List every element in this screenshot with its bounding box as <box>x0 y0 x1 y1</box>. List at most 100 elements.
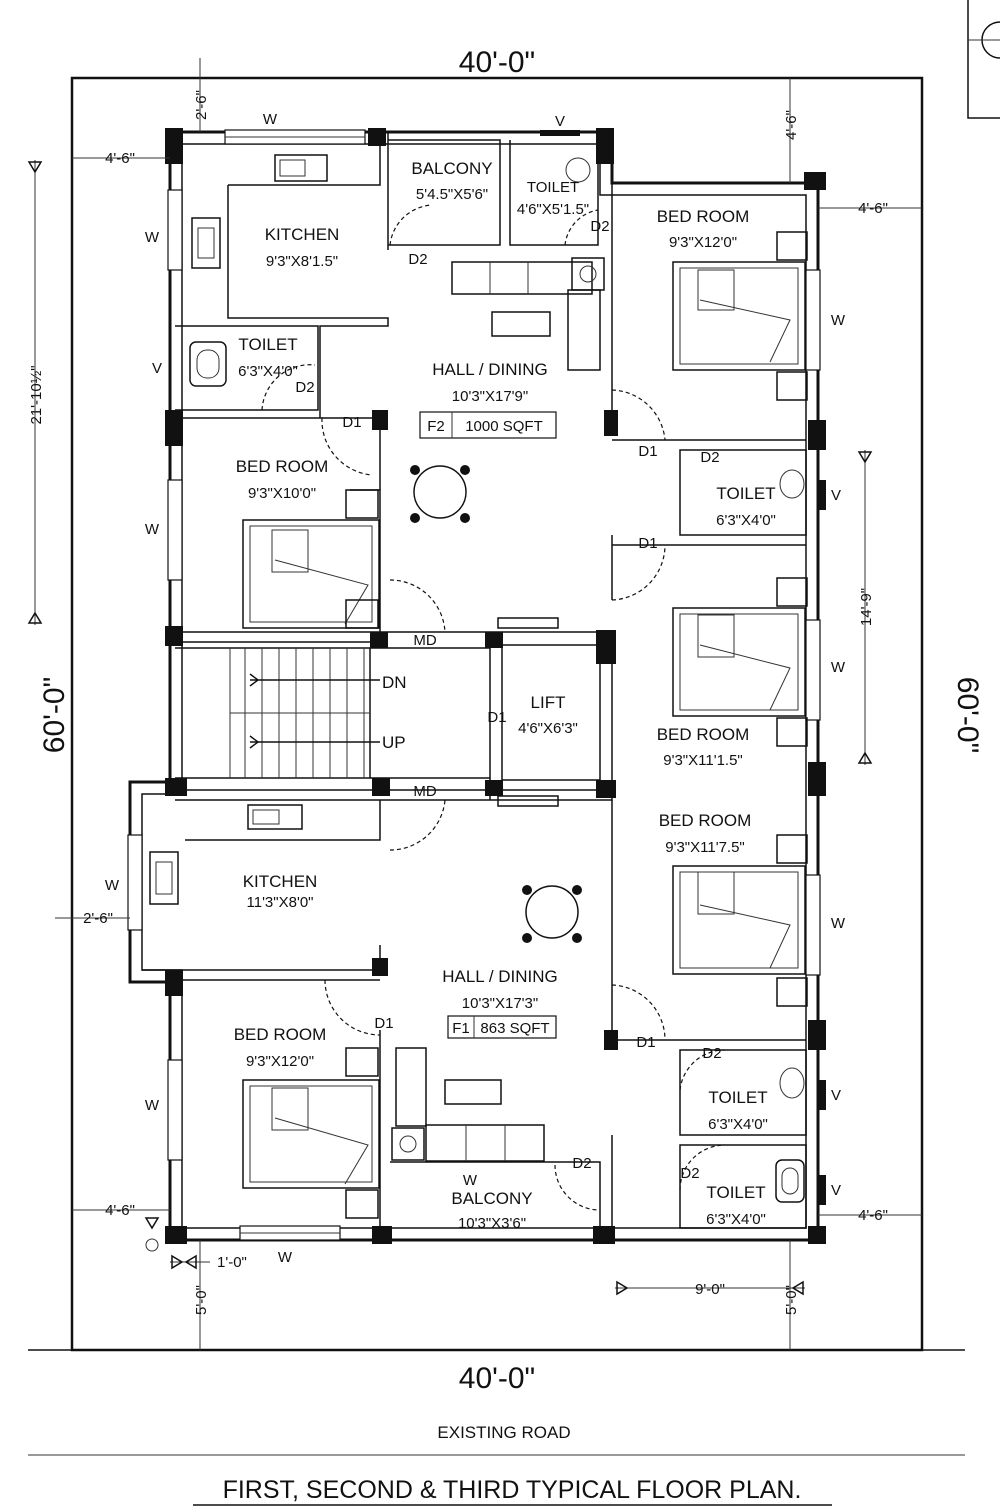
overall-depth-right: 60'-0" <box>951 677 984 753</box>
dim-left-setback-top: 4'-6" <box>105 150 135 167</box>
room-hall-f2: HALL / DINING <box>432 360 548 379</box>
overall-depth-left: 60'-0" <box>38 677 71 753</box>
room-balcony-f1: BALCONY <box>451 1189 532 1208</box>
tag-window: W <box>145 229 160 246</box>
room-toilet-top: TOILET <box>527 179 579 196</box>
room-toilet-top-size: 4'6"X5'1.5" <box>517 201 589 218</box>
north-arrow-icon <box>967 0 1000 119</box>
road-label: EXISTING ROAD <box>437 1423 570 1442</box>
tag-door-d1: D1 <box>638 443 657 460</box>
room-bed-right-top-f2: BED ROOM <box>657 207 750 226</box>
tag-door-d2: D2 <box>408 251 427 268</box>
room-balcony-f2: BALCONY <box>411 159 492 178</box>
tag-window: W <box>263 111 278 128</box>
room-bed-left-f1-size: 9'3"X12'0" <box>246 1053 314 1070</box>
overall-width-top: 40'-0" <box>459 46 535 79</box>
room-kitchen-f2: KITCHEN <box>265 225 340 244</box>
room-toilet-right-f2-size: 6'3"X4'0" <box>716 512 776 529</box>
furniture-lower <box>149 795 808 1219</box>
dim-right-setback-bottom: 4'-6" <box>858 1207 888 1224</box>
tag-window: W <box>105 877 120 894</box>
door-swings <box>261 204 726 1211</box>
staircase <box>229 648 380 778</box>
room-kitchen-f1-size: 11'3"X8'0" <box>247 894 314 911</box>
tag-window: W <box>831 312 846 329</box>
tag-door-d1: D1 <box>636 1034 655 1051</box>
room-bed-right-top-f2-size: 9'3"X12'0" <box>669 234 737 251</box>
flat-f1-area: 863 SQFT <box>480 1020 549 1037</box>
tag-window: W <box>145 521 160 538</box>
tag-door-d2: D2 <box>700 449 719 466</box>
tag-door-d1: D1 <box>374 1015 393 1032</box>
room-hall-f1: HALL / DINING <box>442 967 558 986</box>
door-lift: D1 <box>487 709 506 726</box>
tag-window: W <box>831 659 846 676</box>
room-toilet-right-bottom-f1-size: 6'3"X4'0" <box>706 1211 766 1228</box>
dim-front-left: 5'-0" <box>193 1285 210 1315</box>
room-lift-size: 4'6"X6'3" <box>518 720 578 737</box>
tag-window: W <box>463 1172 478 1189</box>
room-toilet-right-top-f1-size: 6'3"X4'0" <box>708 1116 768 1133</box>
tag-vent: V <box>831 1182 841 1199</box>
dimension-lines <box>27 58 922 1350</box>
flat-f2-area: 1000 SQFT <box>465 418 543 435</box>
door-md-bottom: MD <box>413 783 436 800</box>
dim-right-setback-top: 4'-6" <box>858 200 888 217</box>
tag-door-d1: D1 <box>342 414 361 431</box>
door-md-top: MD <box>413 632 436 649</box>
building-walls <box>128 130 820 1242</box>
flat-f2-area-box <box>419 411 557 439</box>
dim-left-mid: 2'-6" <box>83 910 113 927</box>
room-toilet-right-bottom-f1: TOILET <box>706 1183 765 1202</box>
dim-left-partial: 21'-10½" <box>28 365 45 424</box>
tag-door-d2: D2 <box>590 218 609 235</box>
room-bed-left-f1: BED ROOM <box>234 1025 327 1044</box>
tag-window: W <box>145 1097 160 1114</box>
room-bed-right-bottom-f2-size: 9'3"X11'1.5" <box>663 752 743 769</box>
tag-window: W <box>278 1249 293 1266</box>
furniture-upper <box>189 154 808 747</box>
room-bed-right-top-f1: BED ROOM <box>659 811 752 830</box>
room-bed-left-f2: BED ROOM <box>236 457 329 476</box>
dim-right-partial: 14'-9" <box>858 588 875 626</box>
structural-columns <box>165 128 826 1244</box>
room-balcony-f1-size: 10'3"X3'6" <box>458 1215 526 1232</box>
dim-left-setback-bottom: 4'-6" <box>105 1202 135 1219</box>
room-hall-f1-size: 10'3"X17'3" <box>462 995 538 1012</box>
drawing-title: FIRST, SECOND & THIRD TYPICAL FLOOR PLAN… <box>223 1476 802 1504</box>
tag-door-d2: D2 <box>295 379 314 396</box>
room-kitchen-f1: KITCHEN <box>243 872 318 891</box>
opening-tags: W W W W W W W W W W V V V V V D2 D2 D2 D… <box>105 111 846 1266</box>
room-toilet-left: TOILET <box>238 335 297 354</box>
stair-dn-label: DN <box>382 673 407 692</box>
tag-door-d2: D2 <box>680 1165 699 1182</box>
tag-vent: V <box>831 1087 841 1104</box>
tag-vent: V <box>152 360 162 377</box>
tag-door-d2: D2 <box>702 1045 721 1062</box>
room-toilet-right-f2: TOILET <box>716 484 775 503</box>
flat-f1-code: F1 <box>452 1020 470 1037</box>
room-balcony-f2-size: 5'4.5"X5'6" <box>416 186 488 203</box>
stair-up-label: UP <box>382 733 406 752</box>
dim-front-span: 9'-0" <box>695 1281 725 1298</box>
room-bed-left-f2-size: 9'3"X10'0" <box>248 485 316 502</box>
flat-f2-code: F2 <box>427 418 445 435</box>
tag-door-d1: D1 <box>638 535 657 552</box>
overall-width-bottom: 40'-0" <box>459 1362 535 1395</box>
room-hall-f2-size: 10'3"X17'9" <box>452 388 528 405</box>
dim-bottom-small: 1'-0" <box>217 1254 247 1271</box>
tag-window: W <box>831 915 846 932</box>
room-toilet-left-size: 6'3"X4'0" <box>238 363 298 380</box>
dim-top-setback: 2'-6" <box>193 90 210 120</box>
tag-vent: V <box>831 487 841 504</box>
tag-door-d2: D2 <box>572 1155 591 1172</box>
dim-right-top-gap: 4'-6" <box>783 110 800 140</box>
room-bed-right-bottom-f2: BED ROOM <box>657 725 750 744</box>
tag-vent: V <box>555 113 565 130</box>
dim-front-right: 5'-0" <box>783 1285 800 1315</box>
room-toilet-right-top-f1: TOILET <box>708 1088 767 1107</box>
room-kitchen-f2-size: 9'3"X8'1.5" <box>266 253 338 270</box>
room-bed-right-top-f1-size: 9'3"X11'7.5" <box>665 839 745 856</box>
flat-f1-area-box <box>447 1015 557 1039</box>
